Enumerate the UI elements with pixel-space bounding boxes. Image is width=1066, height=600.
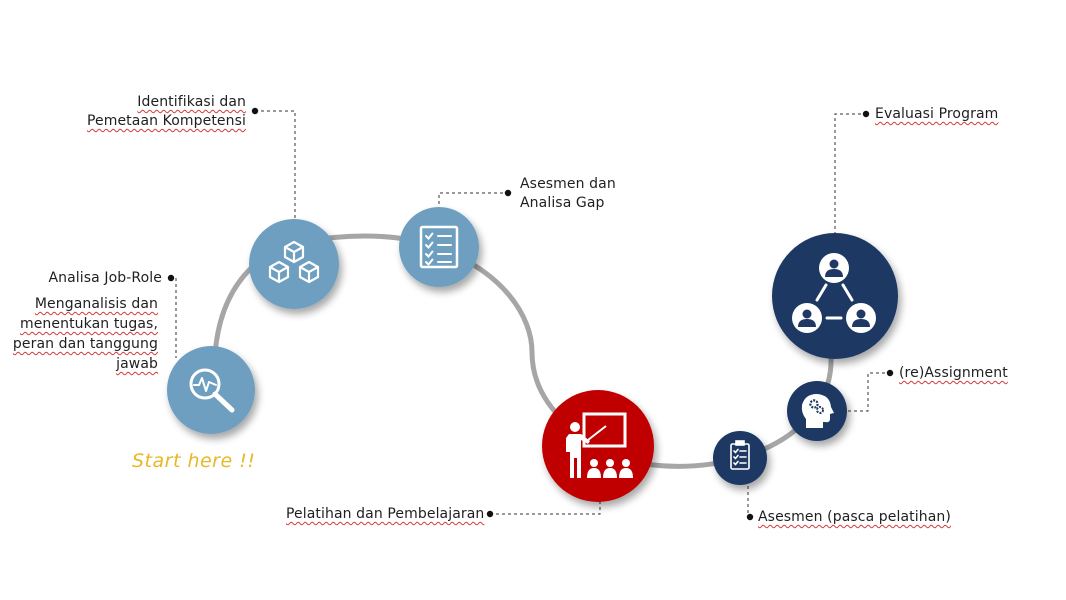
leader-dot-evaluasi: [862, 110, 870, 118]
leader-dot-pelatihan: [486, 510, 494, 518]
cubes-icon: [268, 240, 320, 284]
clipboard-check-icon: [730, 440, 750, 470]
label-asesmen-gap: Asesmen dan Analisa Gap: [520, 176, 616, 211]
leader-reassignment: [848, 372, 890, 412]
node-asesmen-gap: [399, 207, 479, 287]
start-here-label: Start here !!: [132, 450, 256, 472]
label-analisa-title: Analisa Job-Role: [48, 270, 162, 286]
checklist-icon: [419, 225, 459, 269]
leader-identifikasi: [255, 110, 296, 222]
label-reassignment: (re)Assignment: [899, 365, 1008, 381]
leader-dot-identifikasi: [251, 107, 259, 115]
label-analisa-description: Menganalisis dan menentukan tugas, peran…: [12, 296, 158, 372]
node-asesmen-pasca: [713, 431, 767, 485]
leader-dot-asesmen-gap: [504, 189, 512, 197]
leader-asesmen-gap: [438, 192, 508, 210]
label-asesmen-pasca: Asesmen (pasca pelatihan): [758, 509, 951, 525]
leader-dot-analisa: [167, 274, 175, 282]
node-evaluasi: [772, 233, 898, 359]
magnifier-pulse-icon: [189, 368, 235, 413]
node-analisa-job-role: [167, 346, 255, 434]
head-gears-icon: [801, 394, 834, 428]
classroom-teacher-icon: [566, 412, 633, 478]
leader-evaluasi: [834, 113, 866, 235]
leader-dot-reassignment: [886, 369, 894, 377]
node-identifikasi: [249, 219, 339, 309]
leader-dot-asesmen-pasca: [746, 513, 754, 521]
people-network-icon: [792, 253, 876, 333]
label-identifikasi: Identifikasi dan Pemetaan Kompetensi: [86, 94, 246, 129]
label-pelatihan: Pelatihan dan Pembelajaran: [286, 506, 485, 522]
label-evaluasi: Evaluasi Program: [875, 106, 999, 122]
